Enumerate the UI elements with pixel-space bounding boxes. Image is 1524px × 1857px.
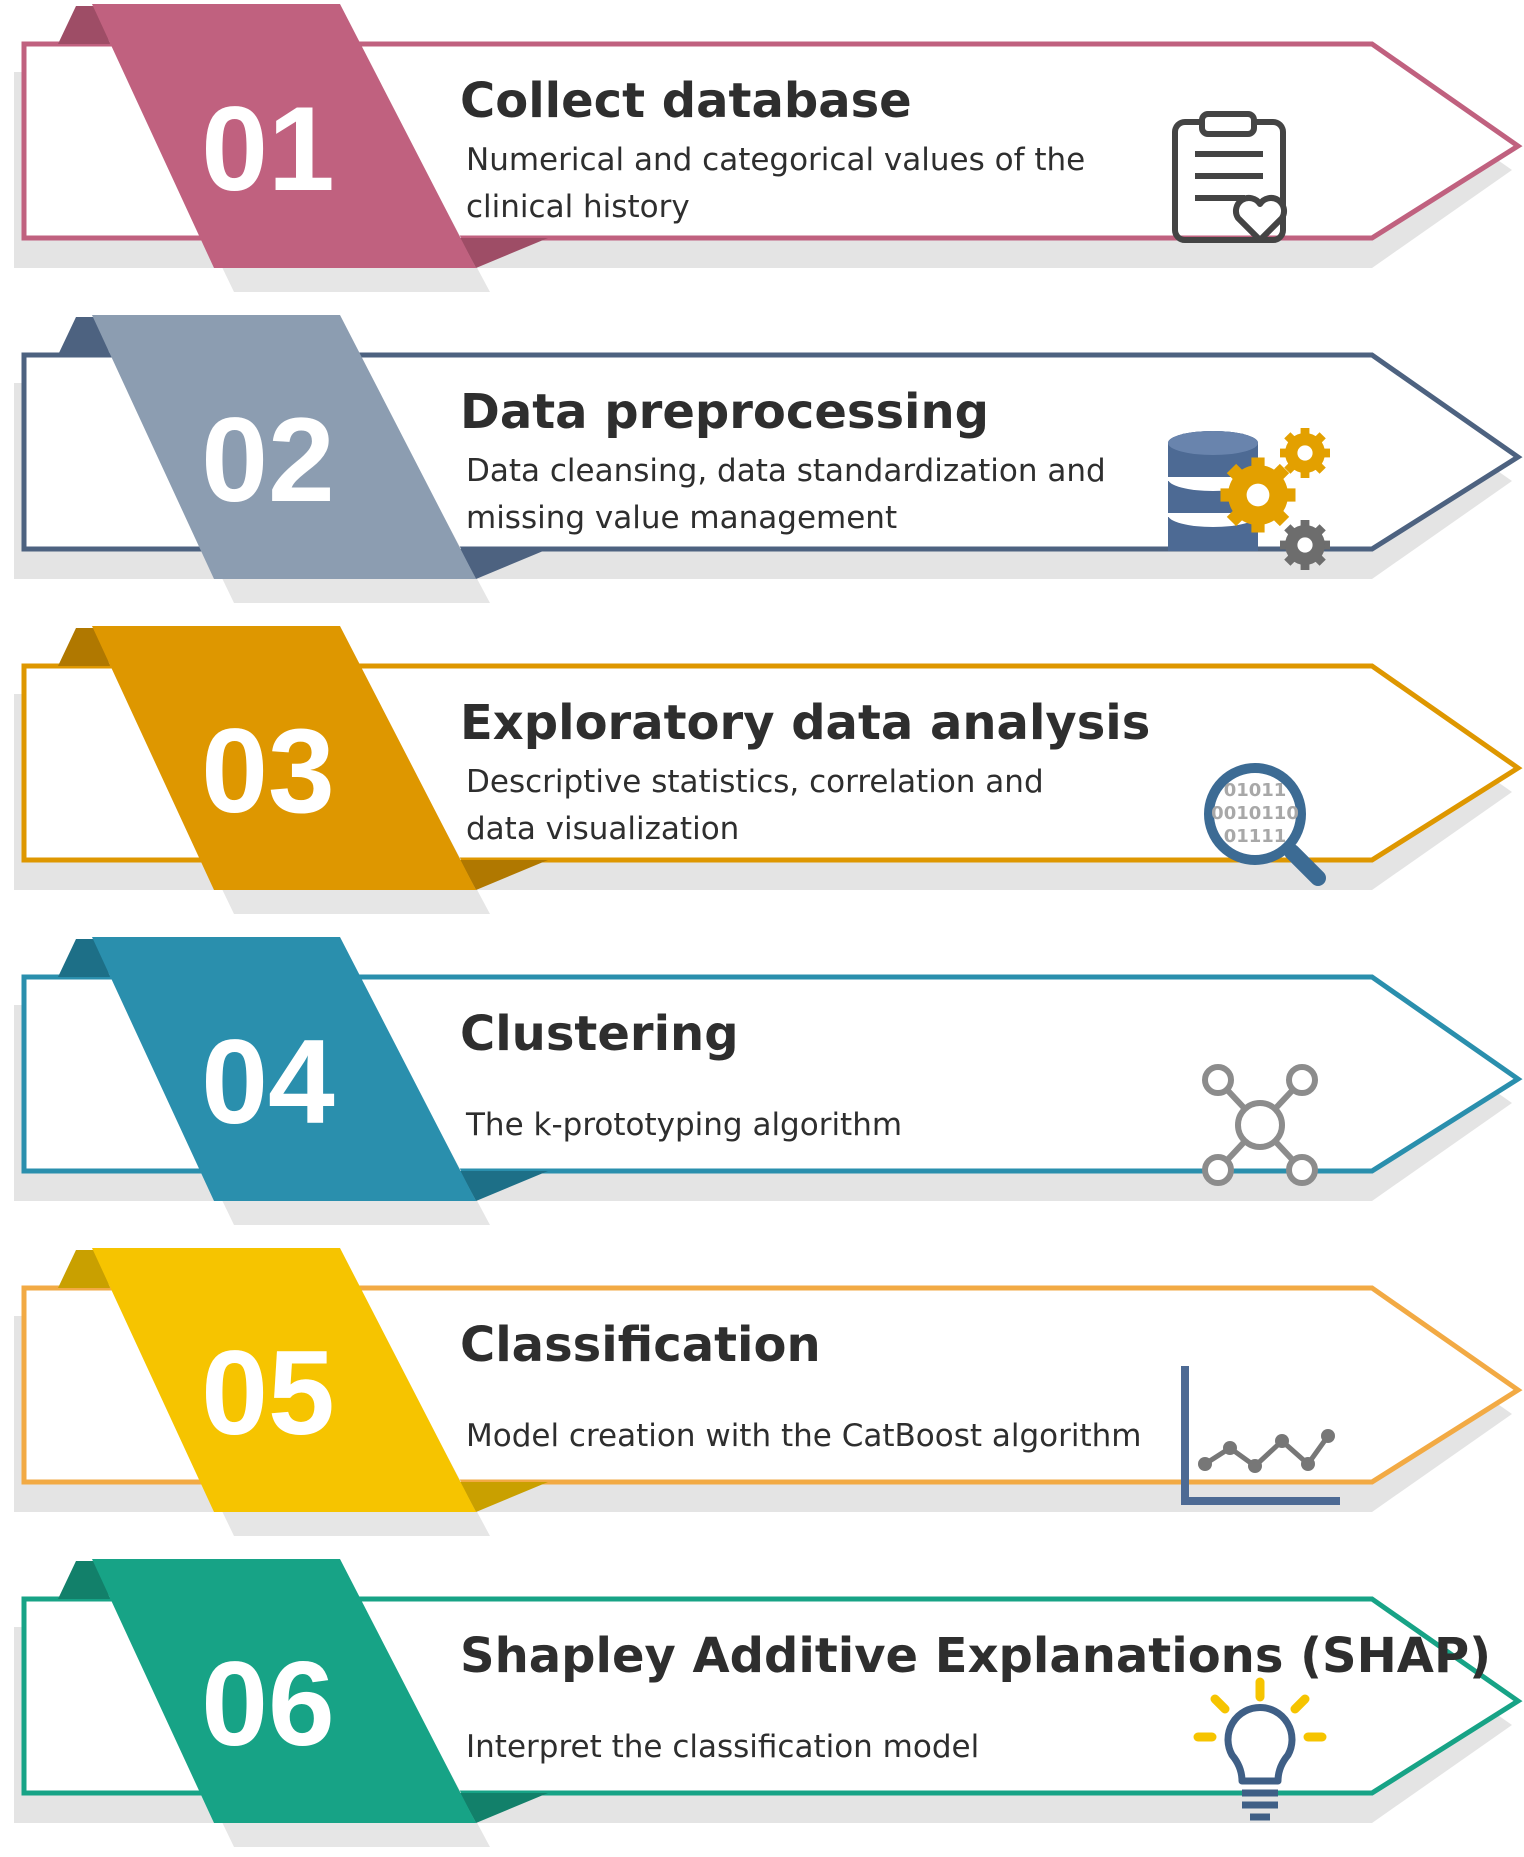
step-description-line: Model creation with the CatBoost algorit… [466, 1418, 1141, 1454]
network-nodes-icon [1202, 1064, 1318, 1186]
step-description-line: Numerical and categorical values of the [466, 142, 1085, 178]
ribbon-fold-top [58, 628, 110, 666]
line-chart-icon [1181, 1366, 1340, 1505]
ribbon [92, 4, 476, 268]
step-number: 05 [201, 1326, 334, 1460]
ribbon [92, 1248, 476, 1512]
binary-digits-text: 0010110 [1211, 803, 1299, 824]
ribbon-fold-bottom [460, 549, 548, 579]
gear-icon [1220, 457, 1296, 533]
step-description-line: data visualization [466, 811, 739, 847]
ribbon-fold-top [58, 1561, 110, 1599]
ribbon [92, 315, 476, 579]
step-description-line: clinical history [466, 189, 690, 225]
step-title: Shapley Additive Explanations (SHAP) [460, 1628, 1491, 1684]
step-description-line: missing value management [466, 500, 897, 536]
ribbon-fold-bottom [460, 1793, 548, 1823]
ribbon-fold-bottom [460, 1171, 548, 1201]
step-description-line: Data cleansing, data standardization and [466, 453, 1106, 489]
step-title: Exploratory data analysis [460, 695, 1150, 751]
ribbon-fold-top [58, 6, 110, 44]
ribbon [92, 1559, 476, 1823]
ribbon [92, 937, 476, 1201]
step-description-line: Descriptive statistics, correlation and [466, 764, 1044, 800]
ribbon-fold-bottom [460, 860, 548, 890]
step-description-line: Interpret the classification model [466, 1729, 979, 1765]
step-title: Classification [460, 1317, 821, 1373]
ribbon-fold-top [58, 317, 110, 355]
binary-digits-text: 01011 [1224, 780, 1287, 801]
step-number: 06 [201, 1637, 334, 1771]
step-number: 04 [201, 1015, 335, 1149]
step-title: Clustering [460, 1006, 739, 1062]
ribbon-fold-top [58, 939, 110, 977]
gear-icon [1280, 520, 1330, 570]
database-gears-icon [1168, 428, 1330, 570]
clipboard-heart-icon [1172, 111, 1287, 243]
step-number: 02 [201, 393, 334, 527]
step-06: 06 Shapley Additive Explanations (SHAP) In… [14, 1559, 1523, 1847]
step-number: 03 [201, 704, 334, 838]
gear-icon [1280, 428, 1330, 478]
ribbon-fold-bottom [460, 238, 548, 268]
lightbulb-icon [1193, 1677, 1327, 1821]
step-title: Collect database [460, 73, 912, 129]
step-title: Data preprocessing [460, 384, 989, 440]
ribbon-fold-bottom [460, 1482, 548, 1512]
ribbon [92, 626, 476, 890]
ribbon-fold-top [58, 1250, 110, 1288]
binary-digits-text: 01111 [1224, 826, 1287, 847]
step-description-line: The k-prototyping algorithm [465, 1107, 902, 1143]
step-number: 01 [201, 82, 334, 216]
